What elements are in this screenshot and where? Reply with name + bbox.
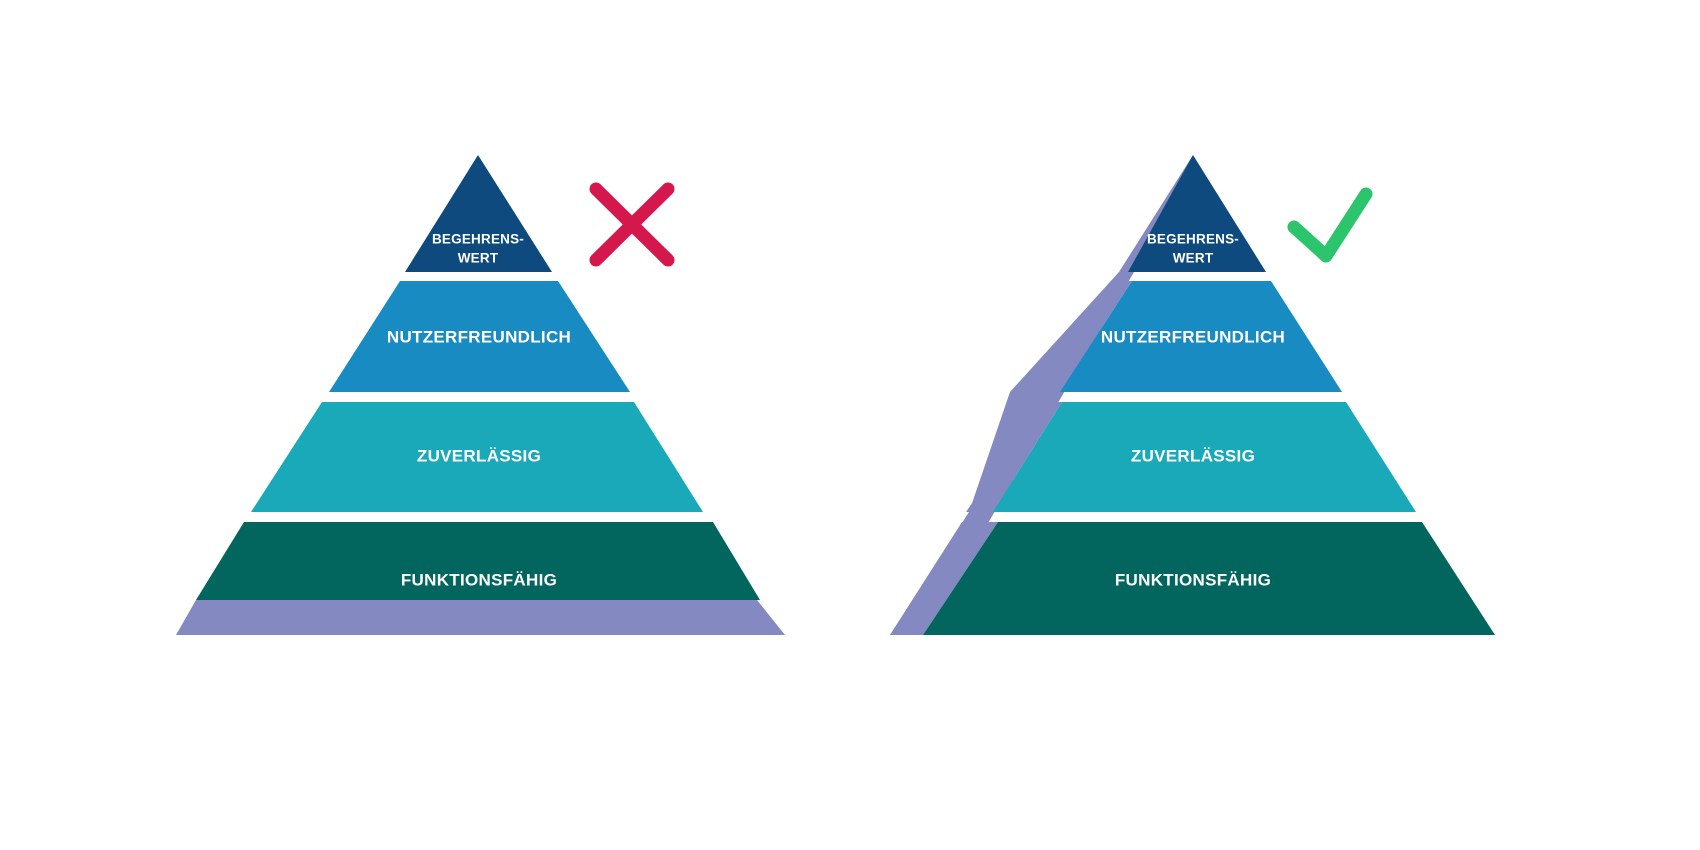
pyramid-left-label-reliable: ZUVERLÄSSIG — [417, 446, 541, 465]
pyramid-right-label-functional: FUNKTIONSFÄHIG — [1115, 570, 1271, 589]
pyramid-right-label-user-friendly: NUTZERFREUNDLICH — [1101, 327, 1285, 346]
pyramid-left-layer-functional — [196, 522, 760, 600]
pyramid-right-label-reliable: ZUVERLÄSSIG — [1131, 446, 1255, 465]
pyramid-right-layer-reliable — [993, 402, 1416, 512]
pyramid-left: BEGEHRENS- WERT NUTZERFREUNDLICH ZUVERLÄ… — [176, 155, 785, 635]
pyramid-left-layer-top — [405, 155, 552, 272]
pyramid-left-shadow-bottom — [176, 600, 785, 635]
pyramid-right-shadow-reliable — [966, 402, 1062, 512]
pyramid-right: BEGEHRENS- WERT NUTZERFREUNDLICH ZUVERLÄ… — [890, 155, 1495, 635]
pyramid-right-layer-user-friendly — [1060, 281, 1342, 392]
pyramid-right-label-top-line2: WERT — [1173, 251, 1214, 266]
pyramid-left-label-top-line1: BEGEHRENS- — [432, 232, 524, 247]
pyramid-right-shadow-user-friendly — [1040, 281, 1132, 392]
pyramid-left-label-top-line2: WERT — [458, 251, 499, 266]
pyramid-left-layer-user-friendly — [329, 281, 630, 392]
pyramid-left-layer-reliable — [251, 402, 703, 512]
check-icon — [1287, 187, 1373, 263]
pyramid-right-shadow-functional — [890, 522, 998, 635]
pyramid-left-label-functional: FUNKTIONSFÄHIG — [401, 570, 557, 589]
cross-icon — [589, 182, 675, 267]
pyramid-right-layer-functional — [923, 522, 1495, 635]
pyramid-left-label-user-friendly: NUTZERFREUNDLICH — [387, 327, 571, 346]
pyramid-right-layer-top — [1128, 155, 1266, 272]
pyramid-right-label-top-line1: BEGEHRENS- — [1147, 232, 1239, 247]
pyramid-right-shadow-left — [890, 155, 1193, 635]
